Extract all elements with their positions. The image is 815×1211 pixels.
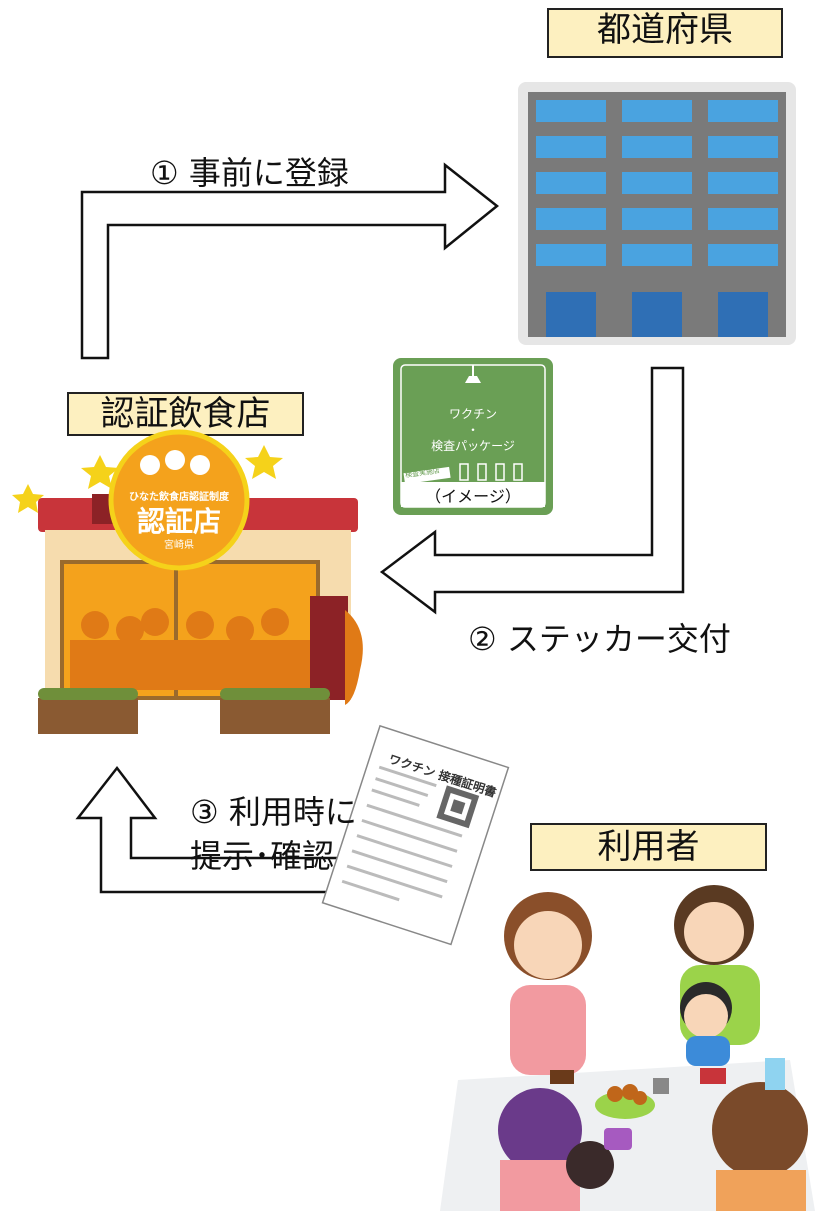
step1-caption: ① 事前に登録 [150,148,349,194]
step2-text: ② ステッカー交付 [468,620,731,658]
arrow-sticker [379,366,685,615]
step3-line1: ③ 利用時に [190,793,357,831]
prefecture-label-text: 都道府県 [597,10,733,50]
step2-caption: ② ステッカー交付 [468,614,731,660]
badge-title: 認証店 [136,505,221,538]
badge-region: 宮崎県 [164,540,194,551]
sticker-caption: （イメージ） [425,487,521,506]
sticker-line1: ワクチン [448,407,497,421]
arrow-register [80,162,500,360]
step3-caption: ③ 利用時に 提示･確認 [190,790,357,878]
sticker-line3: 検査パッケージ [431,439,515,453]
prefecture-label: 都道府県 [547,8,783,58]
restaurant-label-text: 認証飲食店 [100,394,271,434]
user-label-text: 利用者 [597,827,700,867]
step1-text: ① 事前に登録 [150,154,349,192]
step3-line2: 提示･確認 [190,837,335,875]
sticker-line2: ・ [466,423,479,437]
user-label: 利用者 [530,823,767,871]
badge-subtitle: ひなた飲食店認証制度 [129,492,229,503]
